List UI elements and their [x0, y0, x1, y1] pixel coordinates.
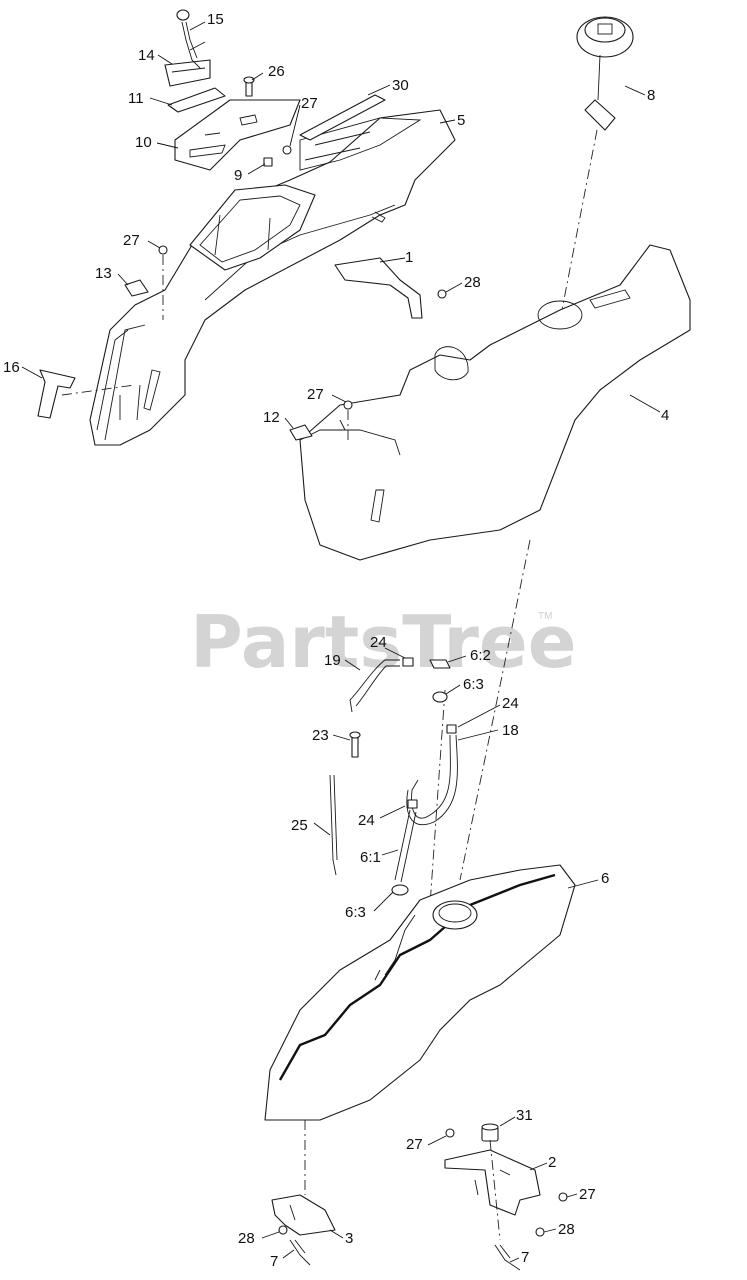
callout-9: 9 [234, 167, 242, 184]
callout-30: 30 [392, 77, 409, 94]
part-27-screw-left [158, 245, 168, 320]
centerline-right-bracket [489, 1139, 501, 1241]
part-27-screw-lower-b [558, 1192, 568, 1202]
watermark: PartsTree [190, 600, 577, 684]
callout-5: 5 [457, 112, 465, 129]
callout-27: 27 [406, 1136, 423, 1153]
callout-26: 26 [268, 63, 285, 80]
part-24-clamp-b [446, 724, 457, 734]
part-6-1-pickup-tube [394, 809, 417, 883]
part-27-screw-body [343, 400, 353, 440]
centerline-tank [459, 539, 531, 881]
part-6-fuel-tank [264, 864, 576, 1121]
part-28-bolt-upper [437, 289, 447, 299]
part-6-3-grommet-upper [432, 691, 448, 703]
callout-7: 7 [270, 1253, 278, 1270]
callout-16: 16 [3, 359, 20, 376]
callout-24: 24 [358, 812, 375, 829]
callout-6: 6 [601, 870, 609, 887]
part-7-clip-left [289, 1239, 311, 1266]
part-10-control-panel [174, 99, 301, 171]
part-13-knob [124, 279, 149, 297]
callout-24: 24 [502, 695, 519, 712]
part-6-2-fitting [429, 659, 451, 669]
callout-28: 28 [558, 1221, 575, 1238]
callout-31: 31 [516, 1107, 533, 1124]
part-8-fuel-cap [559, 16, 634, 321]
callout-27: 27 [123, 232, 140, 249]
part-11-decal [167, 87, 226, 113]
leader-lines [21, 21, 661, 1263]
part-3-bracket [271, 1194, 336, 1236]
callout-4: 4 [661, 407, 669, 424]
callout-25: 25 [291, 817, 308, 834]
callout-27: 27 [307, 386, 324, 403]
part-19-hose [349, 659, 400, 713]
part-25-strap [329, 774, 338, 876]
callout-27: 27 [301, 95, 318, 112]
callout-15: 15 [207, 11, 224, 28]
callout-23: 23 [312, 727, 329, 744]
part-28-bolt-lower-a [278, 1225, 288, 1235]
part-23-valve [349, 731, 361, 758]
callout-11: 11 [128, 90, 144, 107]
callout-6-1: 6:1 [360, 849, 381, 866]
callout-2: 2 [548, 1154, 556, 1171]
part-27-screw-top [282, 145, 292, 155]
callout-6-2: 6:2 [470, 647, 491, 664]
part-12-knob [289, 424, 313, 441]
callout-1: 1 [405, 249, 413, 266]
callout-28: 28 [238, 1230, 255, 1247]
callout-27: 27 [579, 1186, 596, 1203]
part-18-hose [406, 734, 458, 825]
callout-18: 18 [502, 722, 519, 739]
callout-19: 19 [324, 652, 341, 669]
part-9-clip [263, 157, 273, 167]
part-1-bracket [334, 257, 423, 319]
part-2-bracket [444, 1149, 541, 1216]
callout-6-3: 6:3 [345, 904, 366, 921]
part-16-decal [37, 369, 136, 419]
callout-24: 24 [370, 634, 387, 651]
watermark-trademark: TM [538, 611, 552, 622]
part-31-bumper [481, 1123, 499, 1142]
callout-14: 14 [138, 47, 155, 64]
callout-12: 12 [263, 409, 280, 426]
part-7-clip-right [494, 1244, 521, 1271]
callout-labels: 15 14 26 30 11 27 5 10 9 8 27 1 13 28 16… [3, 11, 669, 1270]
part-30-decal [299, 94, 386, 141]
callout-3: 3 [345, 1230, 353, 1247]
centerline-vent [429, 689, 446, 906]
callout-13: 13 [95, 265, 112, 282]
part-28-bolt-lower-b [535, 1227, 545, 1237]
part-5-upper-console [89, 109, 456, 446]
callout-28: 28 [464, 274, 481, 291]
part-27-screw-lower-a [445, 1128, 455, 1138]
part-6-3-grommet-lower [391, 884, 409, 896]
callout-8: 8 [647, 87, 655, 104]
part-24-clamp-a [402, 657, 414, 667]
part-15-shift-lever [176, 9, 206, 69]
callout-6-3: 6:3 [463, 676, 484, 693]
part-26-screw [243, 76, 255, 97]
callout-10: 10 [135, 134, 152, 151]
callout-7: 7 [521, 1249, 529, 1266]
part-24-clamp-c [407, 799, 418, 809]
part-4-body [299, 244, 691, 561]
